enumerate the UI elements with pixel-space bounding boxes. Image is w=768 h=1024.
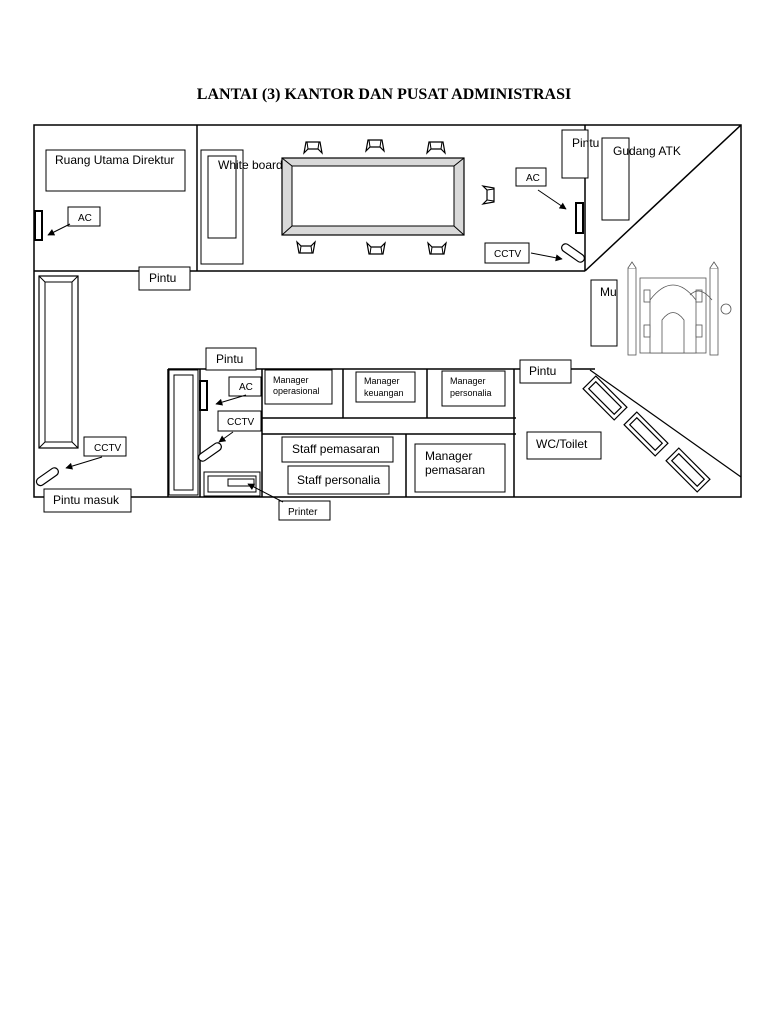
printer-label-box bbox=[278, 500, 331, 521]
desk-manager-keuangan bbox=[355, 371, 416, 403]
svg-text:Pintu masuk: Pintu masuk bbox=[53, 493, 120, 507]
svg-text:personalia: personalia bbox=[450, 388, 492, 398]
door-corridor bbox=[138, 266, 191, 291]
page-title: LANTAI (3) KANTOR DAN PUSAT ADMINISTRASI bbox=[196, 86, 572, 103]
director-room-label: Ruang Utama Direktur bbox=[55, 153, 174, 167]
ac-unit bbox=[199, 380, 208, 411]
svg-text:Manager: Manager bbox=[273, 375, 309, 385]
cctv-camera-icon bbox=[561, 243, 585, 263]
cctv-label-box bbox=[83, 436, 127, 457]
desk-staff-pemasaran bbox=[281, 436, 394, 463]
door bbox=[561, 129, 589, 179]
svg-text:Pintu: Pintu bbox=[216, 352, 243, 366]
director-room: Ruang Utama Direktur bbox=[34, 149, 186, 241]
desk-staff-personalia bbox=[287, 465, 390, 495]
chair-icon bbox=[427, 242, 447, 255]
svg-text:Staff personalia: Staff personalia bbox=[297, 473, 380, 487]
svg-text:Pintu: Pintu bbox=[149, 271, 176, 285]
ac-label-box bbox=[67, 206, 101, 227]
ac-label-box bbox=[515, 167, 547, 187]
desk-manager-personalia bbox=[441, 370, 506, 407]
svg-text:Pintu: Pintu bbox=[529, 364, 556, 378]
svg-text:operasional: operasional bbox=[273, 386, 320, 396]
musholla-label: Mu bbox=[600, 285, 617, 299]
svg-text:Pintu: Pintu bbox=[572, 136, 599, 150]
svg-text:CCTV: CCTV bbox=[494, 249, 522, 260]
svg-text:CCTV: CCTV bbox=[227, 417, 255, 428]
wc-label: WC/Toilet bbox=[536, 437, 588, 451]
chair-icon bbox=[365, 139, 385, 152]
svg-text:pemasaran: pemasaran bbox=[425, 463, 485, 477]
door-office bbox=[205, 347, 257, 371]
whiteboard-label: White board bbox=[218, 158, 283, 172]
chair-icon bbox=[426, 141, 446, 154]
svg-text:AC: AC bbox=[526, 173, 540, 184]
desk-manager-pemasaran bbox=[414, 443, 506, 493]
shelf bbox=[601, 137, 630, 221]
door-entrance bbox=[43, 488, 132, 513]
wc-box bbox=[526, 431, 602, 460]
chair-icon bbox=[482, 185, 495, 205]
musholla: Mu bbox=[590, 261, 732, 356]
svg-text:AC: AC bbox=[239, 382, 253, 393]
svg-text:CCTV: CCTV bbox=[94, 443, 122, 454]
ac-label-box bbox=[228, 376, 262, 397]
svg-text:Printer: Printer bbox=[288, 507, 318, 518]
gudang-label: Gudang ATK bbox=[613, 144, 681, 158]
door-wc bbox=[519, 359, 572, 384]
ac-unit bbox=[34, 210, 43, 241]
cctv-camera-icon bbox=[198, 442, 222, 462]
svg-text:AC: AC bbox=[78, 213, 92, 224]
svg-text:Staff pemasaran: Staff pemasaran bbox=[292, 442, 380, 456]
desk-manager-operasional bbox=[264, 369, 333, 405]
chair-icon bbox=[296, 241, 316, 254]
mosque-icon bbox=[627, 261, 732, 356]
chair-icon bbox=[366, 242, 386, 255]
cctv-label-box bbox=[484, 242, 530, 264]
chair-icon bbox=[303, 141, 323, 154]
printer-icon bbox=[227, 478, 255, 487]
svg-text:Manager: Manager bbox=[364, 376, 400, 386]
cctv-camera-icon bbox=[35, 467, 59, 487]
cctv-label-box bbox=[217, 410, 262, 432]
svg-text:keuangan: keuangan bbox=[364, 388, 404, 398]
svg-text:Manager: Manager bbox=[425, 449, 472, 463]
wc-partitions bbox=[582, 369, 742, 493]
meeting-room: White board AC CCTV bbox=[200, 139, 585, 265]
svg-text:Manager: Manager bbox=[450, 376, 486, 386]
gudang-area: Pintu Gudang ATK bbox=[561, 129, 681, 221]
ac-unit bbox=[575, 202, 584, 234]
